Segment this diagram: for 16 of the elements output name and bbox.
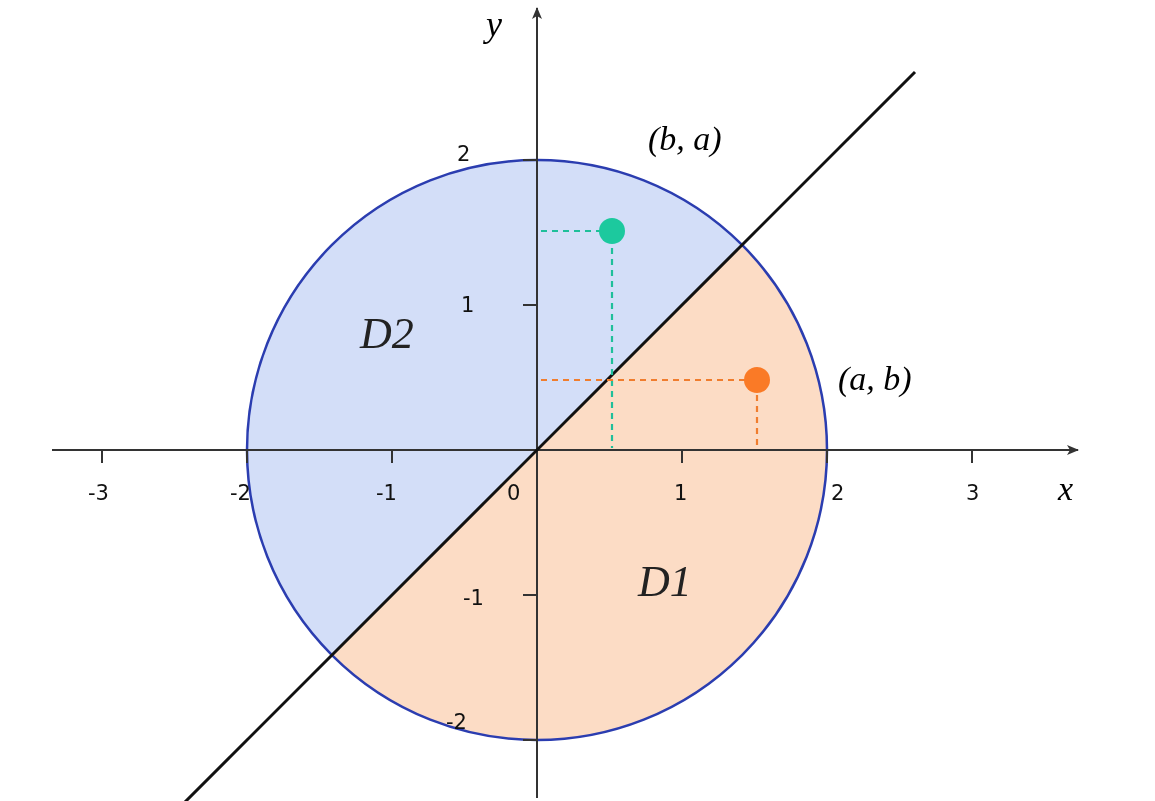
tick-label: 1	[461, 295, 475, 316]
tick-label: 2	[831, 483, 845, 504]
tick-label: 0	[507, 483, 521, 504]
tick-label: -1	[376, 483, 397, 504]
point-label: (b, a)	[648, 122, 722, 156]
tick-label: -3	[88, 483, 109, 504]
tick-label: 3	[966, 483, 980, 504]
tick-label: 2	[457, 144, 471, 165]
region-label: D2	[360, 312, 414, 356]
tick-label: -2	[446, 712, 467, 733]
region-label: D1	[638, 560, 692, 604]
tick-label: -2	[230, 483, 251, 504]
axis-label: x	[1058, 472, 1074, 506]
tick-label: -1	[463, 588, 484, 609]
tick-label: 1	[674, 483, 688, 504]
point-label: (a, b)	[838, 362, 912, 396]
